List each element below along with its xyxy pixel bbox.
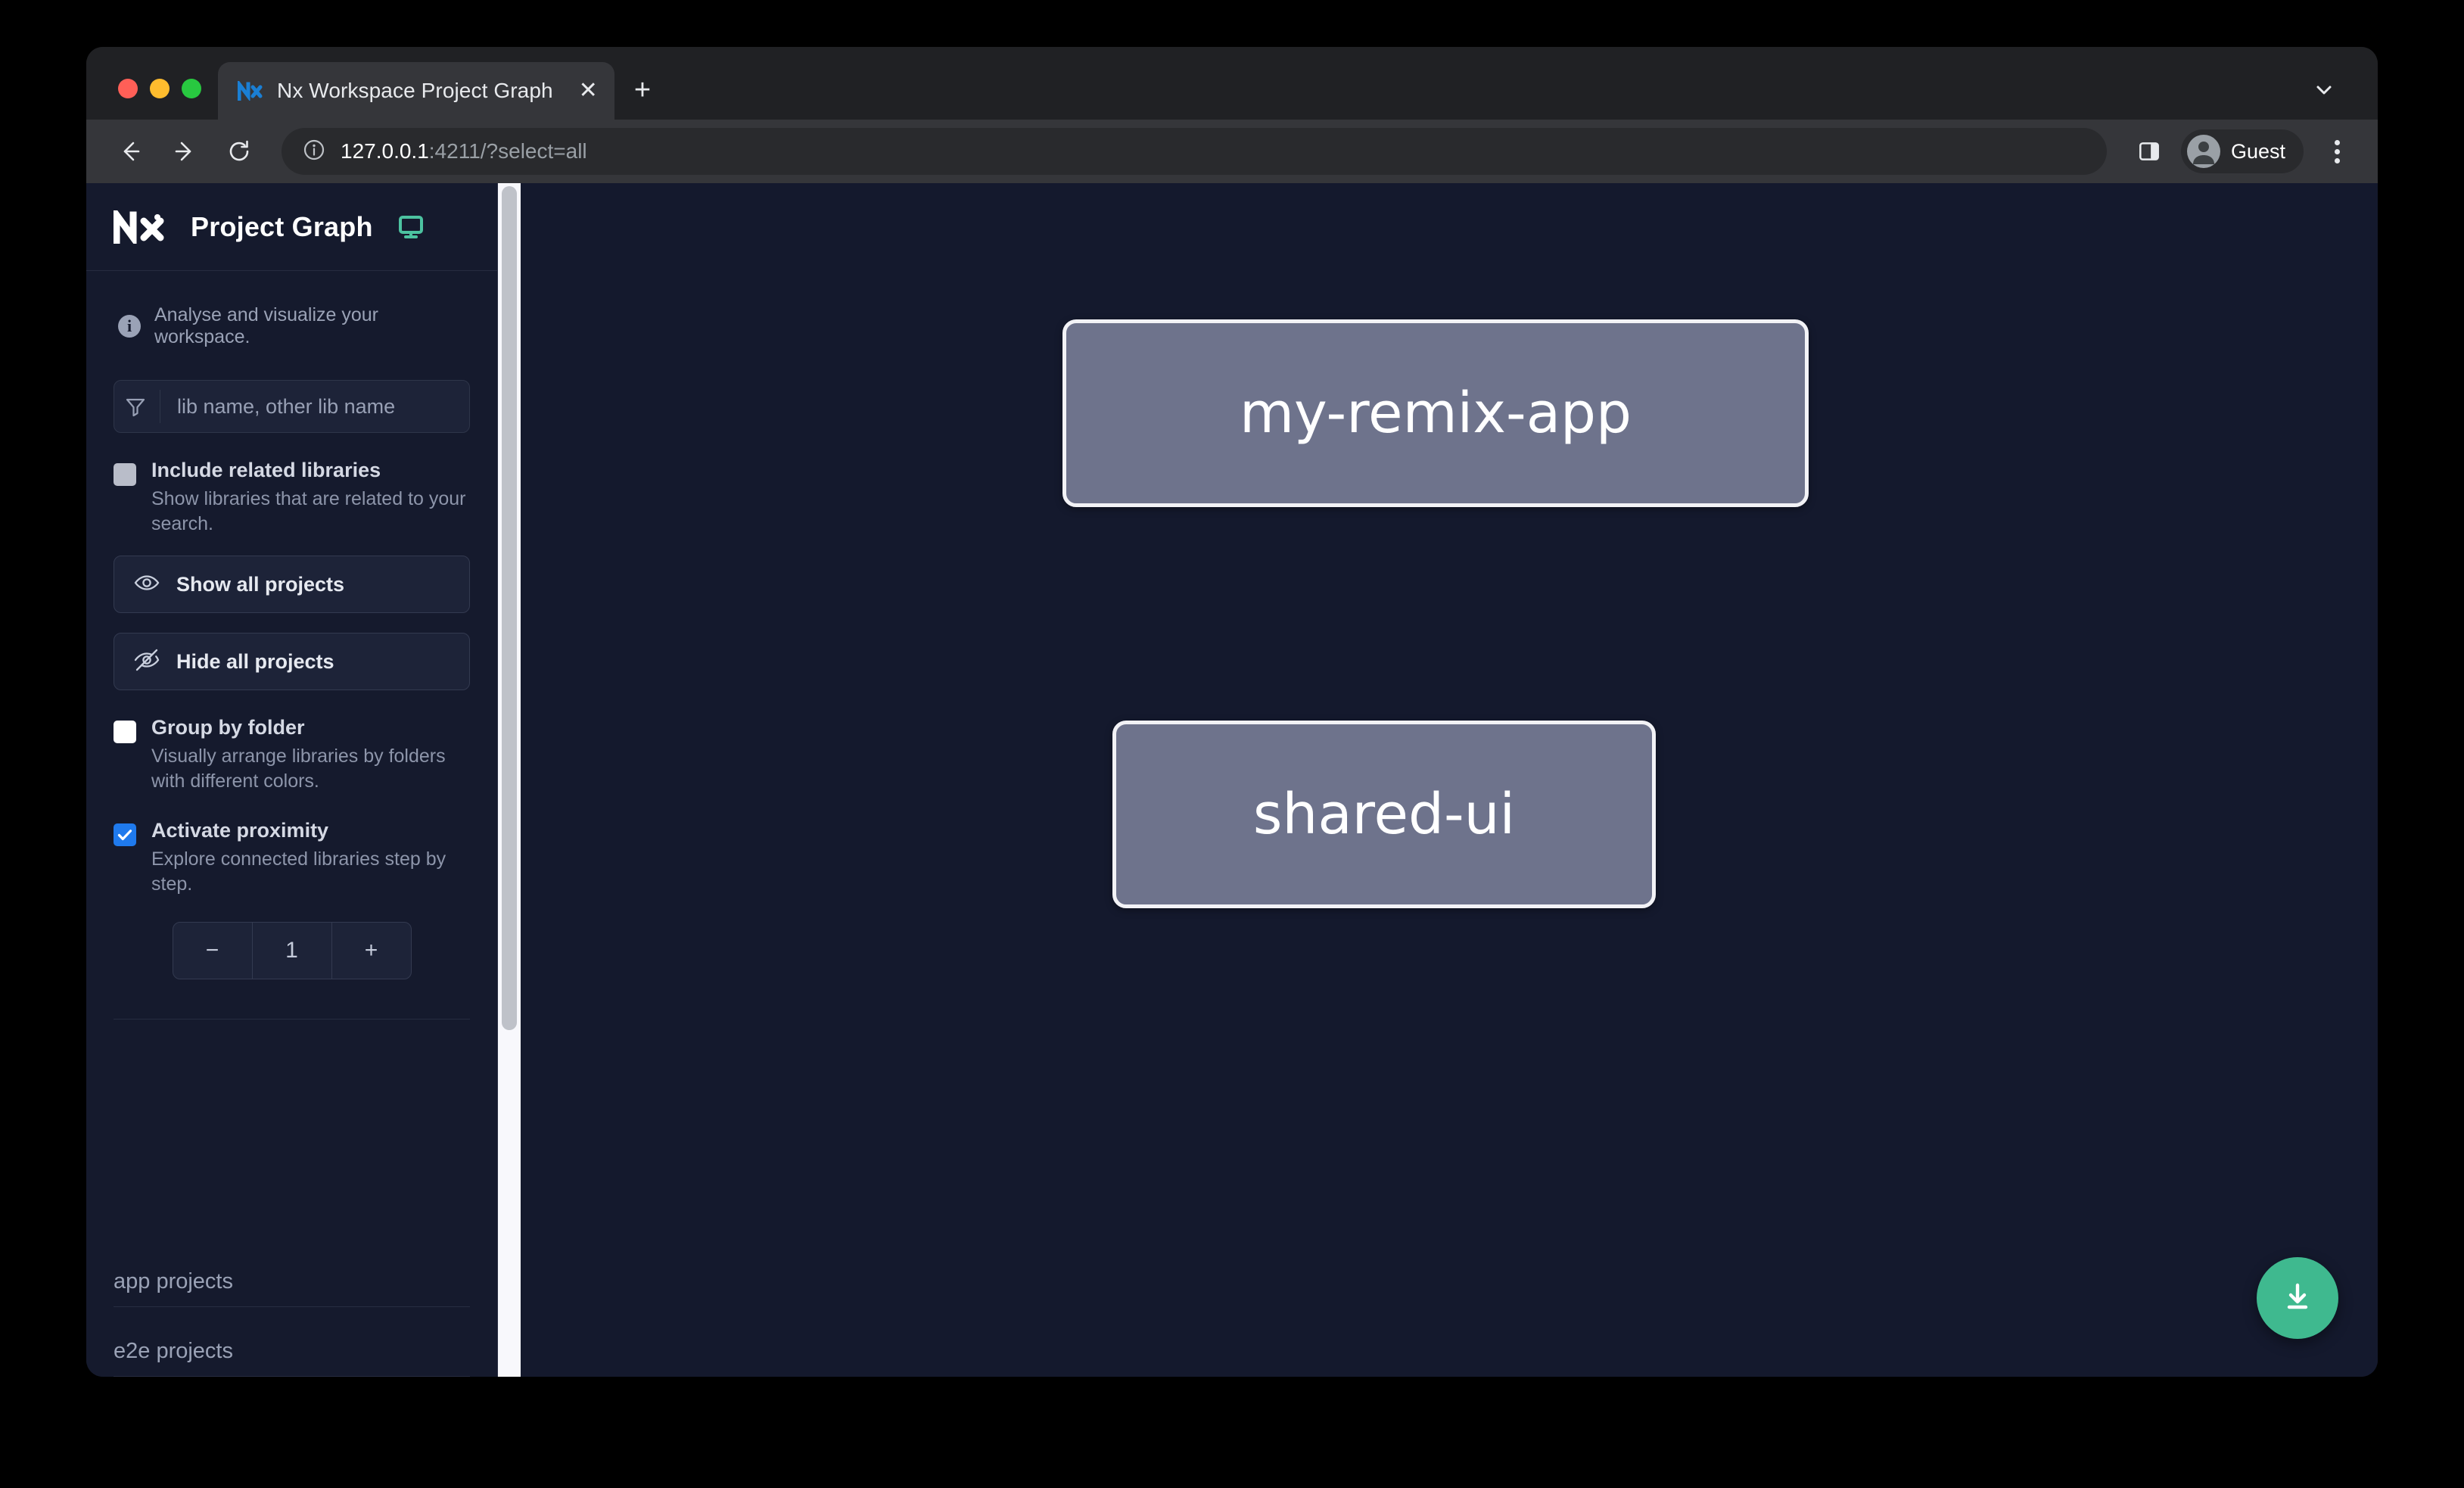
filter-input-placeholder: lib name, other lib name: [160, 390, 395, 423]
monitor-icon[interactable]: [397, 213, 425, 241]
minimize-window-button[interactable]: [150, 79, 170, 98]
page-title: Project Graph: [191, 210, 373, 242]
reload-icon[interactable]: [215, 127, 263, 176]
section-heading: app projects: [114, 1237, 470, 1307]
tab-strip: Nx Workspace Project Graph ✕ +: [86, 47, 2378, 120]
kebab-menu-icon[interactable]: [2317, 139, 2357, 163]
nx-logo-icon: [237, 78, 263, 102]
checkbox-activate-proximity[interactable]: [114, 823, 136, 846]
funnel-icon: [114, 395, 157, 418]
close-window-button[interactable]: [118, 79, 138, 98]
section-heading: e2e projects: [114, 1307, 470, 1377]
proximity-value: 1: [251, 923, 332, 979]
button-label: Show all projects: [176, 572, 345, 596]
nx-logo-icon: [113, 204, 171, 248]
eye-off-icon: [134, 647, 160, 677]
tab-title: Nx Workspace Project Graph: [277, 79, 553, 102]
address-bar[interactable]: 127.0.0.1:4211/?select=all: [282, 128, 2107, 175]
page-content: Project Graph i Analyse and visualize yo…: [86, 183, 2378, 1377]
maximize-window-button[interactable]: [182, 79, 201, 98]
window-traffic-lights: [109, 79, 218, 120]
download-icon: [2279, 1278, 2316, 1318]
option-title: Activate proximity: [151, 819, 329, 842]
filter-input[interactable]: lib name, other lib name: [114, 380, 470, 433]
section-e2e-projects[interactable]: e2e projects: [86, 1307, 497, 1377]
checkbox-group-by-folder[interactable]: [114, 721, 136, 743]
option-title: Group by folder: [151, 716, 305, 739]
sidebar: Project Graph i Analyse and visualize yo…: [86, 183, 521, 1377]
chevron-down-icon[interactable]: [2314, 80, 2334, 100]
site-info-icon[interactable]: [303, 139, 325, 165]
url-host: 127.0.0.1: [341, 139, 429, 163]
option-title: Include related libraries: [151, 459, 381, 481]
option-group-by-folder[interactable]: Group by folder Visually arrange librari…: [114, 716, 470, 793]
button-label: Hide all projects: [176, 649, 334, 673]
graph-node-shared-ui[interactable]: shared-ui: [1112, 721, 1656, 908]
close-tab-icon[interactable]: ✕: [578, 78, 598, 103]
browser-tab-nx-workspace-project-graph[interactable]: Nx Workspace Project Graph ✕: [218, 62, 614, 120]
option-description: Show libraries that are related to your …: [151, 488, 466, 534]
section-app-projects[interactable]: app projects: [86, 1237, 497, 1307]
account-avatar-icon: [2186, 135, 2220, 168]
sidebar-scroll-region: i Analyse and visualize your workspace. …: [86, 271, 497, 1237]
hide-all-projects-button[interactable]: Hide all projects: [114, 633, 470, 690]
show-all-projects-button[interactable]: Show all projects: [114, 556, 470, 613]
workspace-info-row: i Analyse and visualize your workspace.: [114, 271, 470, 348]
sidebar-scrollbar-thumb[interactable]: [502, 186, 517, 1030]
project-graph-canvas[interactable]: my-remix-app shared-ui: [521, 183, 2378, 1377]
profile-label: Guest: [2230, 139, 2285, 163]
forward-arrow-icon[interactable]: [160, 127, 209, 176]
proximity-increment-button[interactable]: +: [364, 938, 378, 963]
info-icon: i: [118, 315, 141, 338]
profile-chip-guest[interactable]: Guest: [2180, 129, 2304, 173]
proximity-decrement-button[interactable]: −: [205, 938, 219, 963]
new-tab-button[interactable]: +: [633, 74, 652, 106]
option-activate-proximity[interactable]: Activate proximity Explore connected lib…: [114, 819, 470, 896]
url-path: :4211/?select=all: [428, 139, 587, 163]
browser-toolbar: 127.0.0.1:4211/?select=all Guest: [86, 120, 2378, 183]
option-description: Visually arrange libraries by folders wi…: [151, 746, 446, 792]
checkbox-include-related-libraries[interactable]: [114, 463, 136, 486]
workspace-info-text: Analyse and visualize your workspace.: [154, 304, 378, 347]
eye-icon: [134, 570, 160, 599]
sidebar-header: Project Graph: [86, 183, 497, 271]
proximity-stepper: − 1 +: [172, 922, 412, 979]
graph-edge-layer: [521, 183, 748, 297]
back-arrow-icon[interactable]: [106, 127, 154, 176]
side-panel-icon[interactable]: [2128, 130, 2170, 173]
graph-node-my-remix-app[interactable]: my-remix-app: [1062, 319, 1809, 507]
browser-window: Nx Workspace Project Graph ✕ +: [86, 47, 2378, 1377]
download-graph-button[interactable]: [2257, 1257, 2338, 1339]
sidebar-scrollbar-track[interactable]: [498, 183, 521, 1377]
option-description: Explore connected libraries step by step…: [151, 848, 446, 895]
option-include-related-libraries[interactable]: Include related libraries Show libraries…: [114, 459, 470, 536]
